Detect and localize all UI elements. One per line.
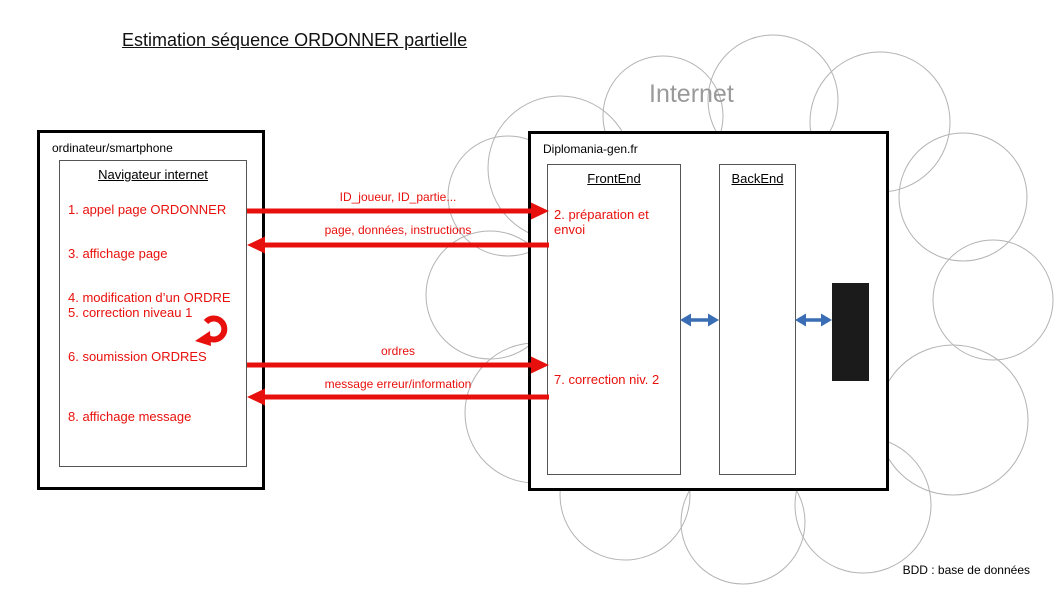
message-label: ordres xyxy=(380,344,415,358)
frontend-step: 7. correction niv. 2 xyxy=(554,372,660,387)
server-box-label: Diplomania-gen.fr xyxy=(543,142,638,156)
backend-box: BackEnd xyxy=(719,164,796,475)
browser-step: 5. correction niveau 1 xyxy=(68,305,193,320)
message-label: message erreur/information xyxy=(324,377,472,391)
database-icon xyxy=(832,283,869,381)
browser-step: 1. appel page ORDONNER xyxy=(68,202,227,217)
browser-title: Navigateur internet xyxy=(98,167,208,182)
browser-box: Navigateur internet 1. appel page ORDONN… xyxy=(59,160,247,467)
frontend-step: 2. préparation et envoi xyxy=(554,207,649,237)
arrow-error-message-icon xyxy=(247,388,549,406)
server-box: Diplomania-gen.fr FrontEnd 2. préparatio… xyxy=(528,131,889,491)
client-box-label: ordinateur/smartphone xyxy=(52,141,173,155)
frontend-box: FrontEnd 2. préparation et envoi 7. corr… xyxy=(547,164,681,475)
footnote: BDD : base de données xyxy=(902,563,1030,577)
frontend-title: FrontEnd xyxy=(587,171,641,186)
backend-title: BackEnd xyxy=(731,171,784,186)
client-box: ordinateur/smartphone Navigateur interne… xyxy=(37,130,265,490)
message-label: ID_joueur, ID_partie... xyxy=(339,190,457,204)
arrow-request-icon xyxy=(247,202,549,220)
internet-label: Internet xyxy=(649,80,734,108)
arrow-response-icon xyxy=(247,236,549,254)
arrow-orders-icon xyxy=(247,356,549,374)
page-title: Estimation séquence ORDONNER partielle xyxy=(122,30,468,50)
browser-step: 6. soumission ORDRES xyxy=(68,349,207,364)
browser-step: 8. affichage message xyxy=(68,409,192,424)
browser-step: 3. affichage page xyxy=(68,246,168,261)
message-label: page, données, instructions xyxy=(324,223,472,237)
browser-step: 4. modification d’un ORDRE xyxy=(68,290,231,305)
